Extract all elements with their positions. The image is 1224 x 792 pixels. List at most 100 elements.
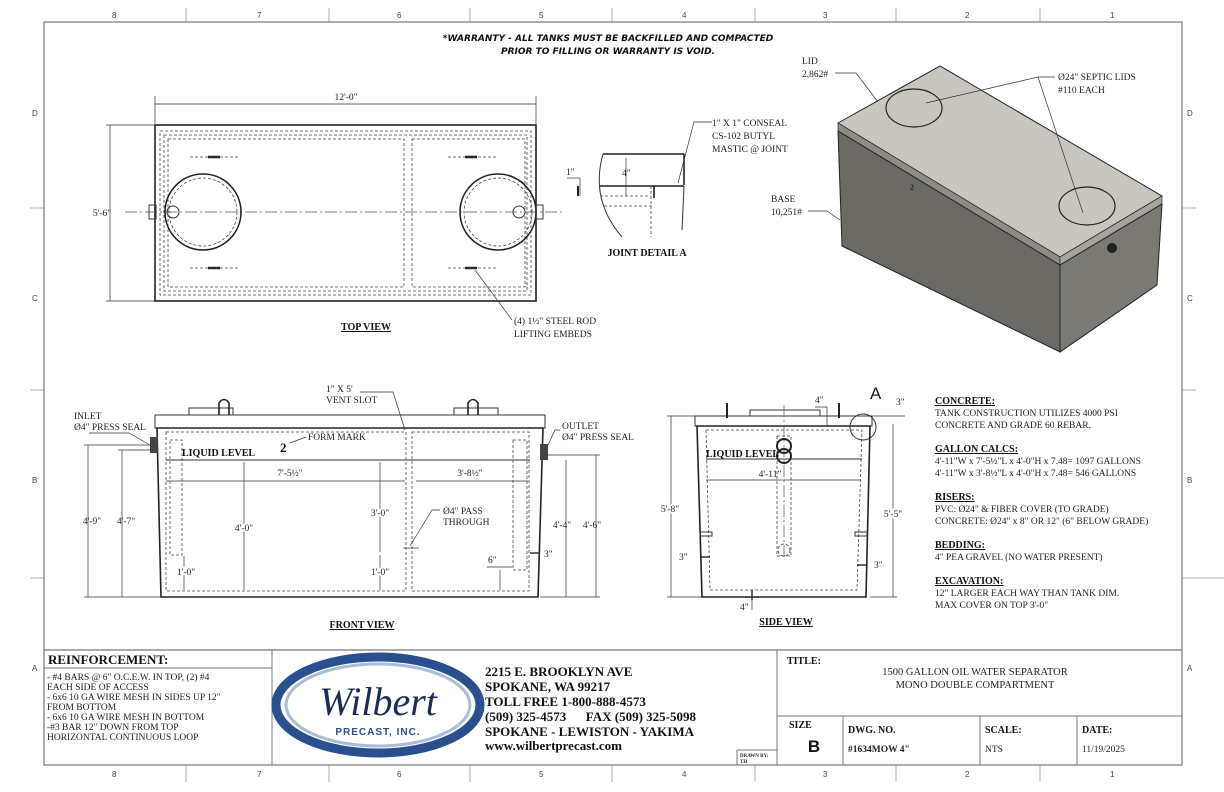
- col-label: 3: [823, 770, 828, 779]
- drawing-title: 1500 GALLON OIL WATER SEPARATOR: [882, 667, 1068, 678]
- note-line: CONCRETE: Ø24" x 8" OR 12" (6" BELOW GRA…: [935, 516, 1148, 527]
- vent-slot-callout: VENT SLOT: [326, 396, 377, 406]
- reinforcement-line: FROM BOTTOM: [47, 703, 117, 713]
- dim-wall-right: 3": [874, 561, 883, 571]
- base-weight: BASE: [771, 195, 795, 205]
- dim-pass-bottom: 1'-0": [371, 568, 389, 578]
- dim-floor: 4": [740, 603, 749, 613]
- scale-value: NTS: [985, 745, 1003, 755]
- company-phone-fax: (509) 325-4573 FAX (509) 325-5098: [485, 709, 696, 724]
- col-label: 1: [1110, 11, 1115, 20]
- iso-form-mark: 2: [910, 183, 914, 192]
- sheet-border: [43, 21, 1183, 766]
- side-view-label: SIDE VIEW: [759, 617, 812, 628]
- base-weight: 10,251#: [771, 208, 802, 218]
- dim-pass-height: 3'-0": [371, 509, 389, 519]
- dim-total-height: 5'-8": [661, 505, 679, 515]
- row-label: C: [32, 294, 38, 303]
- company-city: SPOKANE, WA 99217: [485, 679, 611, 694]
- dim-outlet-invert: 4'-4": [553, 521, 571, 531]
- dim-width: 5'-6": [93, 209, 111, 219]
- form-mark-number: 2: [280, 440, 287, 455]
- dwg-no-value: #1634MOW 4": [848, 745, 910, 755]
- col-label: 4: [682, 11, 687, 20]
- lid-weight: LID: [802, 57, 818, 67]
- col-label: 3: [823, 11, 828, 20]
- logo-wordmark: Wilbert: [319, 679, 438, 724]
- outlet-callout: Ø4" PRESS SEAL: [562, 433, 634, 443]
- dim-inlet-height: 4'-9": [83, 517, 101, 527]
- top-view-label: TOP VIEW: [341, 322, 391, 333]
- note-line: TANK CONSTRUCTION UTILIZES 4000 PSI: [935, 409, 1118, 419]
- date-label: DATE:: [1082, 725, 1112, 736]
- inlet-callout: Ø4" PRESS SEAL: [74, 423, 146, 433]
- reinforcement-line: -#3 BAR 12" DOWN FROM TOP: [47, 723, 179, 733]
- vent-slot-callout: 1" X 5': [326, 385, 353, 395]
- note-line: MAX COVER ON TOP 3'-0": [935, 601, 1048, 611]
- col-label: 5: [539, 770, 544, 779]
- note-heading: CONCRETE:: [935, 396, 995, 407]
- dim-wall: 3": [544, 550, 553, 560]
- reinforcement-heading: REINFORCEMENT:: [48, 652, 168, 667]
- row-label: D: [32, 109, 38, 118]
- septic-lids-callout: #110 EACH: [1058, 86, 1105, 96]
- size-label: SIZE: [789, 720, 812, 731]
- conseal-callout: 1" X 1" CONSEAL: [712, 119, 787, 129]
- front-view: LIQUID LEVEL 7'-5½" 3'-8½" 4'-9" 4'-7" 4…: [74, 385, 634, 631]
- company-address: 2215 E. BROOKLYN AVE: [485, 664, 632, 679]
- date-value: 11/19/2025: [1082, 745, 1125, 755]
- note-line: 12" LARGER EACH WAY THAN TANK DIM.: [935, 589, 1119, 599]
- title-label: TITLE:: [787, 656, 821, 667]
- col-label: 6: [397, 770, 402, 779]
- row-label: C: [1187, 294, 1193, 303]
- col-label: 1: [1110, 770, 1115, 779]
- side-liquid-level-label: LIQUID LEVEL: [706, 449, 779, 460]
- inlet-callout: INLET: [74, 412, 102, 422]
- logo-subtitle: PRECAST, INC.: [335, 727, 420, 738]
- reinforcement-line: EACH SIDE OF ACCESS: [47, 683, 149, 693]
- drawn-by-value: TH: [740, 760, 747, 765]
- dim-outlet-tee: 6": [488, 556, 497, 566]
- note-line: 4'-11"W x 3'-8½"L x 4'-0"H x 7.48= 546 G…: [935, 468, 1136, 479]
- dim-lid-depth: 4": [815, 396, 824, 406]
- dim-inlet-invert: 4'-7": [117, 517, 135, 527]
- dim-length: 12'-0": [334, 93, 357, 103]
- warranty-note: *WARRANTY - ALL TANKS MUST BE BACKFILLED…: [443, 34, 774, 44]
- row-label: D: [1187, 109, 1193, 118]
- company-locations: SPOKANE - LEWISTON - YAKIMA: [485, 724, 695, 739]
- joint-detail: 4" 1" 1" X 1" CONSEAL CS-102 BUTYL MASTI…: [566, 119, 788, 259]
- col-label: 7: [257, 770, 262, 779]
- dim-right-compartment: 3'-8½": [457, 468, 483, 479]
- conseal-callout: MASTIC @ JOINT: [712, 145, 788, 155]
- drawn-by-label: DRAWN BY:: [740, 754, 769, 759]
- note-line: PVC: Ø24" & FIBER COVER (TO GRADE): [935, 504, 1109, 515]
- drawing-subtitle: MONO DOUBLE COMPARTMENT: [896, 680, 1055, 691]
- front-view-label: FRONT VIEW: [330, 620, 395, 631]
- dim-lid-thickness: 3": [896, 398, 905, 408]
- note-heading: GALLON CALCS:: [935, 444, 1018, 455]
- septic-lids-callout: Ø24" SEPTIC LIDS: [1058, 73, 1136, 83]
- isometric-view: 2 LID 2,862# BASE 10,251# Ø24" SEPTIC LI…: [771, 57, 1163, 353]
- col-label: 2: [965, 11, 970, 20]
- embeds-callout: LIFTING EMBEDS: [514, 330, 592, 340]
- row-label: A: [1187, 664, 1193, 673]
- general-notes: CONCRETE: TANK CONSTRUCTION UTILIZES 400…: [935, 396, 1148, 611]
- conseal-callout: CS-102 BUTYL: [712, 132, 775, 142]
- note-heading: RISERS:: [935, 492, 974, 503]
- detail-marker-a: A: [870, 384, 882, 403]
- dim-wall-left: 3": [679, 553, 688, 563]
- dim-base-height: 5'-5": [884, 510, 902, 520]
- grid-labels: 8 7 6 5 4 3 2 1 8 7 6 5 4 3 2 1 D C B A …: [30, 8, 1224, 782]
- form-mark-label: FORM MARK: [308, 433, 366, 443]
- title-block: REINFORCEMENT: - #4 BARS @ 6" O.C.E.W. I…: [44, 649, 1182, 765]
- lid-weight: 2,862#: [802, 70, 828, 80]
- dwg-no-label: DWG. NO.: [848, 725, 896, 736]
- liquid-level-label: LIQUID LEVEL: [182, 448, 255, 459]
- reinforcement-line: HORIZONTAL CONTINUOUS LOOP: [47, 733, 198, 743]
- note-heading: EXCAVATION:: [935, 576, 1003, 587]
- pass-through-callout: THROUGH: [443, 518, 490, 528]
- note-line: 4'-11"W x 7'-5½"L x 4'-0"H x 7.48= 1097 …: [935, 456, 1141, 467]
- side-view: LIQUID LEVEL 4'-11" 5'-8" 5'-5" 3" 4" A …: [659, 384, 905, 628]
- dim-inside-width: 4'-11": [759, 470, 782, 480]
- dim-inlet-tee: 1'-0": [177, 568, 195, 578]
